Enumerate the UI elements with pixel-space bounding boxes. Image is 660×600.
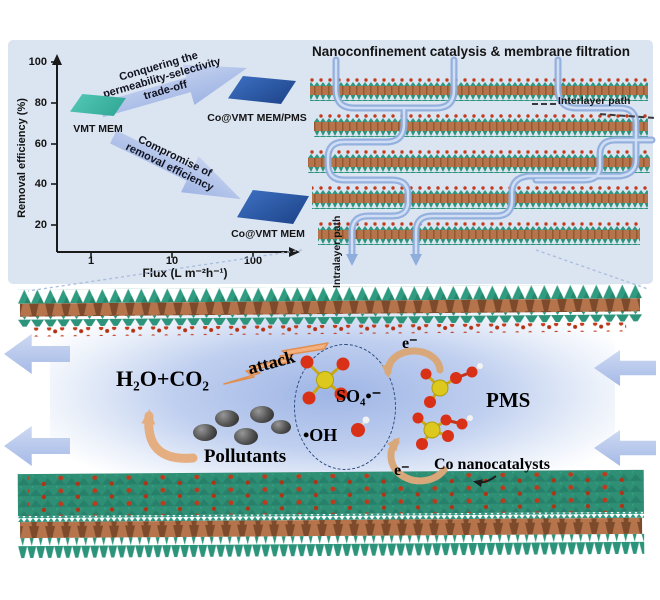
pollutants-label: Pollutants bbox=[203, 446, 287, 467]
pms-molecule-icon bbox=[420, 363, 483, 408]
vmt-mem-label: VMT MEM bbox=[73, 123, 123, 135]
pollutant-particle bbox=[193, 424, 217, 441]
electron-top-label: e⁻ bbox=[402, 335, 418, 352]
interlayer-dash bbox=[532, 103, 556, 105]
intralayer-path-label: Intralayer path bbox=[331, 215, 343, 288]
pollutant-particle bbox=[234, 428, 258, 445]
membrane-slab-top bbox=[17, 284, 643, 337]
co-vmt-mem-label: Co@VMT MEM bbox=[231, 228, 305, 240]
y-tick-100: 100 bbox=[28, 56, 47, 68]
attack-arrow-icon bbox=[223, 342, 329, 385]
membrane-stack bbox=[308, 56, 656, 266]
y-tick-60: 60 bbox=[34, 138, 47, 150]
x-axis-label: Flux (L m⁻²h⁻¹) bbox=[142, 266, 228, 280]
y-tick-20: 20 bbox=[34, 219, 47, 231]
so4-molecule-icon bbox=[300, 355, 350, 405]
pollutant-particle bbox=[271, 420, 291, 434]
h2o-co2-label: H₂O+CO₂ bbox=[116, 366, 209, 391]
water-path bbox=[324, 56, 656, 266]
pms-molecule-icon bbox=[412, 412, 473, 450]
chemistry-layer bbox=[300, 347, 497, 488]
water-exit-arrow-icon bbox=[346, 254, 358, 266]
oh-radical-label: •OH bbox=[303, 425, 338, 445]
co-dot-row bbox=[32, 322, 627, 337]
pms-label: PMS bbox=[486, 388, 531, 412]
pollutant-particle bbox=[215, 410, 239, 427]
electron-transfer-arrow-bottom-icon bbox=[386, 437, 448, 485]
x-tick-1: 1 bbox=[87, 255, 95, 267]
electron-bottom-label: e⁻ bbox=[394, 462, 410, 479]
oh-molecule-icon bbox=[351, 416, 370, 437]
interlayer-path-label: Interlayer path bbox=[558, 95, 631, 107]
panel-title: Nanoconfinement catalysis & membrane fil… bbox=[311, 44, 631, 59]
co-pointer-arrow-icon bbox=[473, 475, 497, 488]
degradation-arrow-icon bbox=[141, 409, 198, 463]
water-exit-arrow-icon bbox=[410, 254, 422, 266]
co-vmt-mem-pms-label: Co@VMT MEM/PMS bbox=[207, 112, 307, 124]
co-nanocatalysts-label: Co nanocatalysts bbox=[434, 456, 551, 473]
y-axis-label: Removal efficiency (%) bbox=[16, 98, 28, 218]
y-tick-80: 80 bbox=[34, 97, 47, 109]
vmt-mem-icon bbox=[70, 94, 126, 116]
pollutant-particle bbox=[250, 406, 274, 423]
y-tick-40: 40 bbox=[34, 178, 47, 190]
membrane-strips bbox=[308, 78, 650, 245]
so4-radical-label: SO₄•⁻ bbox=[336, 386, 382, 406]
radical-zone-ellipse bbox=[294, 344, 396, 470]
electron-transfer-arrow-top-icon bbox=[381, 347, 444, 378]
